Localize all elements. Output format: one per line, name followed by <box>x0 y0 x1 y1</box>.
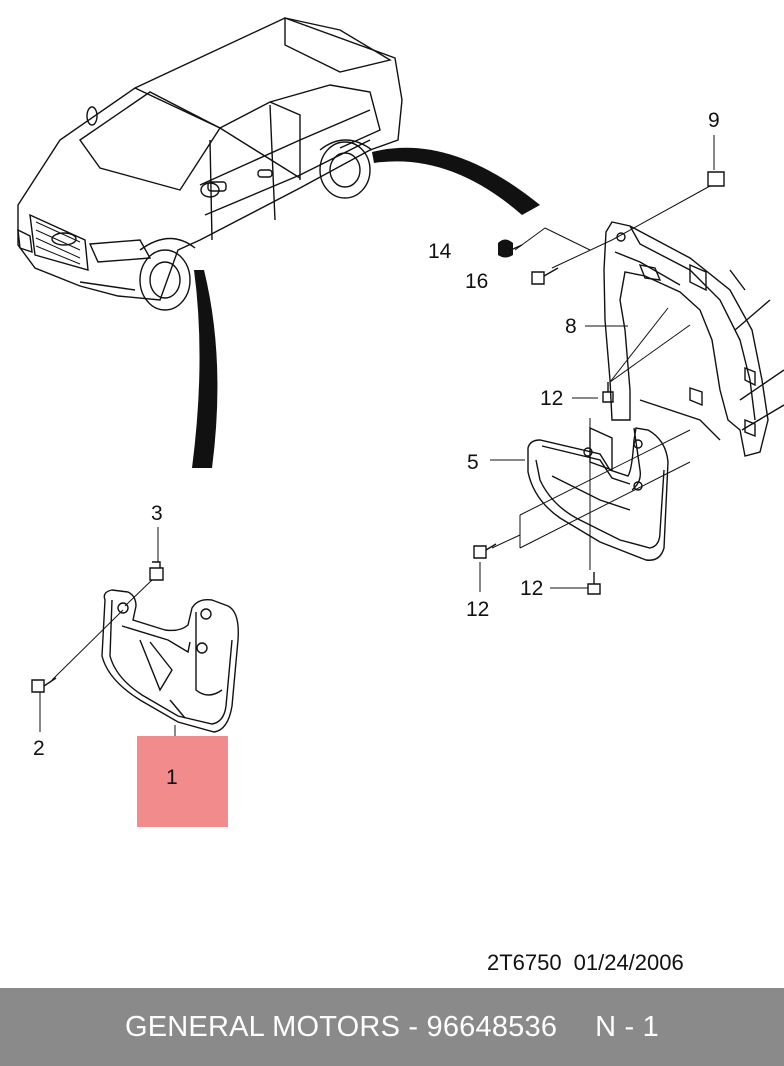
front-mud-flap <box>101 589 239 733</box>
car-illustration <box>17 17 403 311</box>
callout-9: 9 <box>708 109 720 132</box>
parts-diagram: 1 2 3 5 8 9 12 12 12 14 16 <box>17 17 784 827</box>
fastener-12-lower <box>587 572 601 595</box>
footer-position: N - 1 <box>595 1010 659 1043</box>
footer-part-number: 96648536 <box>426 1010 558 1043</box>
callout-2: 2 <box>33 737 45 760</box>
clip-nut-3 <box>149 561 164 581</box>
rear-wheel-liner <box>603 221 784 457</box>
screw-2 <box>31 677 57 693</box>
callout-12-upper: 12 <box>540 387 563 410</box>
fastener-12-left <box>473 543 497 559</box>
callout-5: 5 <box>467 451 479 474</box>
callout-12-lower: 12 <box>520 577 543 600</box>
callout-1-highlight <box>137 736 228 827</box>
footer-separator: - <box>408 1010 419 1043</box>
callout-8: 8 <box>565 315 577 338</box>
fastener-12-upper <box>602 382 614 403</box>
drawing-code: 2T6750 <box>487 950 562 975</box>
callout-16: 16 <box>465 270 488 293</box>
footer-brand: GENERAL MOTORS <box>124 1010 401 1043</box>
footer-bar: GENERAL MOTORS - 96648536 N - 1 <box>0 988 784 1066</box>
fastener-14 <box>498 239 523 258</box>
callout-12-left: 12 <box>466 598 489 621</box>
rear-wheel-pointer <box>372 147 540 215</box>
front-wheel-pointer <box>192 270 218 468</box>
fastener-9 <box>707 171 725 187</box>
callout-3: 3 <box>151 502 163 525</box>
callout-14: 14 <box>428 240 452 263</box>
callout-1: 1 <box>166 766 178 789</box>
fastener-16 <box>531 267 559 285</box>
rear-mud-flap <box>527 426 669 561</box>
drawing-reference: 2T6750 01/24/2006 <box>487 950 696 976</box>
drawing-date: 01/24/2006 <box>573 950 684 975</box>
